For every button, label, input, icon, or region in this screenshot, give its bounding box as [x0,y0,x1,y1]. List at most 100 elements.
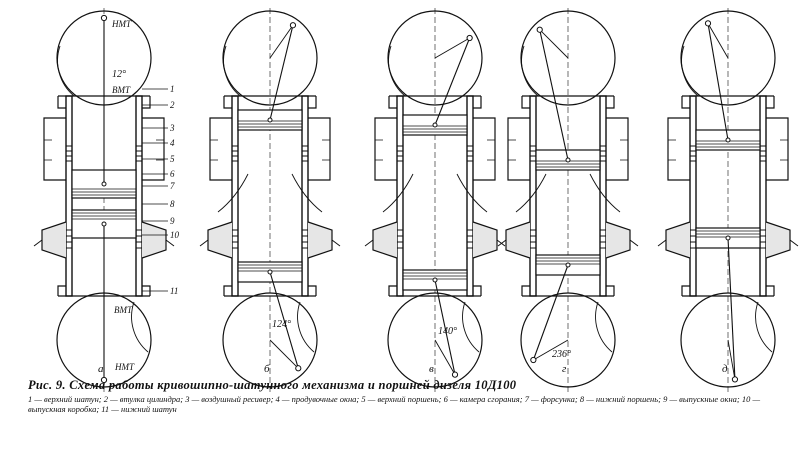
air-receiver [374,117,496,181]
flow-arrow [456,173,488,213]
receiver-ribs [210,139,330,161]
exhaust-outlet [199,239,341,247]
lower-crankpin [295,365,302,372]
panel-letter: г [562,363,567,375]
piston-pin [565,157,571,163]
lower-crankpin [100,376,108,384]
panel-letter: д [722,363,728,375]
liner-flange-bottom [521,285,615,297]
upper-crank-arm [539,29,569,59]
callout-number: 2 [170,100,175,110]
upper-crank-arm [434,37,470,59]
upper-crankpin [466,34,473,42]
piston-pin [432,122,438,128]
rotation-arrow-top [223,45,241,97]
label-nmt-top: НМТ [111,19,132,29]
label-vmt-bottom: ВМТ [114,305,133,315]
piston-pin [725,235,731,241]
exhaust-outlet [657,239,799,247]
angle-label-12: 12° [112,69,126,80]
cylinder-wall-left [396,95,404,297]
angle-label-140: 140° [438,326,457,337]
exhaust-outlet [364,239,506,247]
flow-arrow [515,173,547,213]
callout-number: 1 [170,84,175,94]
callout-number: 4 [170,138,175,148]
angle-label-124: 124° [272,319,291,330]
upper-crank-arm [269,24,294,59]
cylinder-wall-left [65,95,73,297]
callout-number: 3 [169,123,175,133]
piston-pin [267,117,273,123]
panel-letter: в [429,363,434,375]
upper-crankpin [100,14,108,22]
cylinder-wall-right [135,95,143,297]
label-vmt-top: ВМТ [112,85,131,95]
upper-connecting-rod [269,25,294,121]
upper-connecting-rod [707,23,729,141]
lower-connecting-rod [727,237,736,380]
cylinder-wall-right [466,95,474,297]
cylinder-wall-right [759,95,767,297]
cylinder-wall-left [529,95,537,297]
lower-crank-arm [533,339,569,361]
engine-panel: д [657,8,799,392]
exhaust-outlet [497,239,639,247]
piston-pin [267,269,273,275]
upper-crankpin [704,20,712,27]
panel-letter: а [98,363,104,375]
upper-connecting-rod [434,37,471,126]
receiver-ribs [668,139,788,161]
lower-connecting-rod [434,279,456,375]
rotation-arrow-bottom [595,301,613,353]
upper-crankpin [289,22,297,29]
panel-letter: б [264,363,270,375]
rotation-arrow-top [521,45,539,97]
engine-panel: в [364,8,506,392]
exhaust-outlet [33,239,175,247]
cylinder-wall-left [689,95,697,297]
lower-crank-arm [269,339,299,369]
caption-legend: 1 — верхний шатун; 2 — втулка цилиндра; … [28,394,761,414]
liner-flange-bottom [223,285,317,297]
rotation-arrow-top [681,45,699,97]
air-receiver [209,117,331,181]
piston-pin [725,137,731,143]
piston-pin [101,181,107,187]
engine-panel: а [33,8,175,392]
callout-number: 5 [170,154,175,164]
flow-arrow [589,173,621,213]
lower-crankpin [451,371,459,378]
lower-crankpin [530,356,537,364]
flow-arrow [382,173,414,213]
upper-crank-arm [707,23,729,59]
rotation-arrow-bottom [755,301,773,353]
callout-number: 10 [170,230,180,240]
engine-panel: б [199,8,341,392]
callout-number: 6 [170,169,175,179]
piston-pin [101,221,107,227]
cylinder-wall-right [599,95,607,297]
lower-crank-arm [434,339,456,375]
air-receiver [507,117,629,181]
rotation-arrow-top [388,45,406,97]
air-receiver [667,117,789,181]
panels-group: а б в г д [33,8,799,392]
piston-pin [432,277,438,283]
angle-label-236: 236° [552,349,571,360]
flow-arrow [217,173,249,213]
cylinder-wall-left [231,95,239,297]
rotation-arrow-bottom [297,301,315,353]
lower-crankpin [731,376,739,383]
caption-title: Рис. 9. Схема работы кривошипно-шатунног… [28,378,517,392]
flow-arrow [291,173,323,213]
callout-number: 8 [170,199,175,209]
lower-connecting-rod [532,264,569,361]
engine-panel: г [497,8,639,392]
lower-crank-arm [727,339,736,380]
cylinder-wall-right [301,95,309,297]
callout-number: 7 [170,181,175,191]
rotation-arrow-bottom [462,301,480,353]
